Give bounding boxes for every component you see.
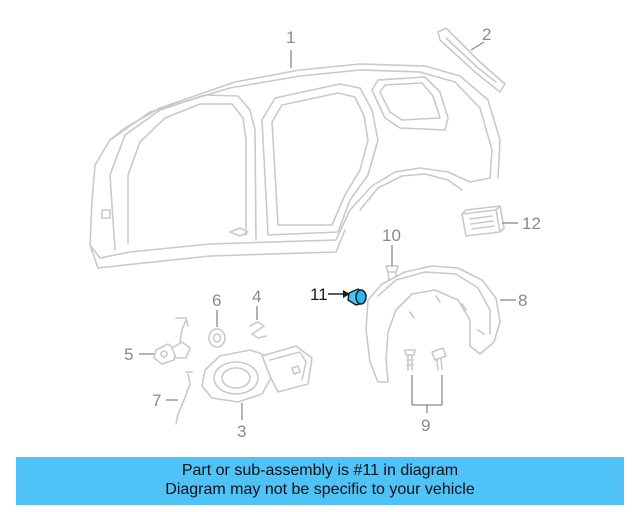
callout-9: 9 (421, 416, 430, 435)
door-spring (249, 321, 267, 339)
callout-7: 7 (152, 391, 161, 410)
lock-actuator (153, 317, 191, 365)
body-side-panel (89, 63, 501, 269)
leader-lines (139, 41, 518, 420)
fuel-door-housing (201, 345, 313, 403)
callout-5: 5 (124, 345, 133, 364)
callout-11: 11 (310, 285, 328, 304)
callout-2: 2 (482, 25, 491, 44)
rear-rail-strip (437, 27, 506, 93)
banner-line-2: Diagram may not be specific to your vehi… (165, 481, 475, 498)
callout-10: 10 (382, 226, 401, 245)
grommet (208, 328, 226, 348)
callout-4: 4 (252, 287, 261, 306)
vent-grille (461, 205, 505, 237)
banner-line-1: Part or sub-assembly is #11 in diagram (181, 462, 459, 479)
callout-8: 8 (518, 291, 527, 310)
clip-part-11 (347, 288, 367, 306)
callout-3: 3 (237, 422, 246, 441)
info-banner: Part or sub-assembly is #11 in diagram D… (16, 457, 624, 505)
release-cable (175, 371, 193, 425)
wheelhouse-liner (365, 265, 501, 383)
callout-1: 1 (286, 28, 295, 47)
parts-diagram: 1 2 12 10 8 9 6 4 5 7 3 11 (89, 25, 541, 441)
screws (404, 347, 447, 371)
callout-6: 6 (212, 291, 221, 310)
callout-12: 12 (522, 214, 541, 233)
